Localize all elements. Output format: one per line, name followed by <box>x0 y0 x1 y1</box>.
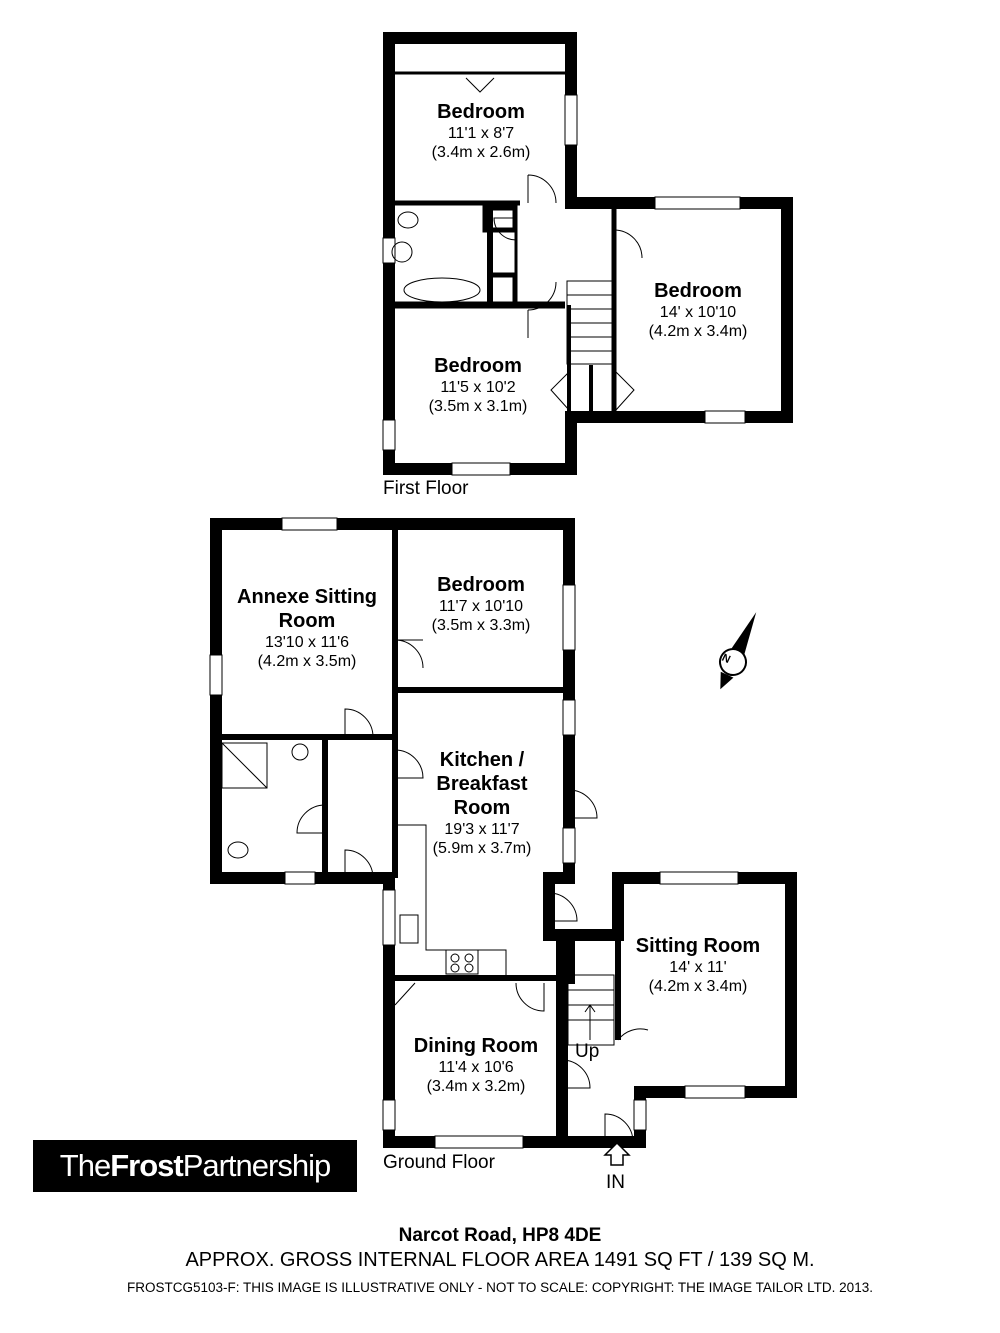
room-label-bedroom-3: Bedroom 11'5 x 10'2 (3.5m x 3.1m) <box>429 354 528 416</box>
room-label-kitchen: Kitchen / Breakfast Room 19'3 x 11'7 (5.… <box>417 748 547 858</box>
room-dim-metric: (4.2m x 3.4m) <box>648 978 748 996</box>
north-arrow-icon <box>719 612 757 690</box>
room-dim-metric: (3.5m x 3.3m) <box>431 617 531 635</box>
logo-suffix: Partnership <box>182 1148 332 1183</box>
room-dim-metric: (3.4m x 2.6m) <box>431 144 531 162</box>
room-name: Annexe Sitting Room <box>237 586 378 632</box>
room-name: Dining Room <box>413 1035 539 1057</box>
room-label-bedroom-2: Bedroom 14' x 10'10 (4.2m x 3.4m) <box>649 279 748 341</box>
room-dim-imperial: 11'7 x 10'10 <box>438 598 524 615</box>
room-dim-metric: (3.4m x 3.2m) <box>426 1078 526 1096</box>
room-dim-metric: (3.5m x 3.1m) <box>428 398 528 416</box>
entrance-arrow-icon <box>603 1141 631 1166</box>
room-label-bedroom-1: Bedroom 11'1 x 8'7 (3.4m x 2.6m) <box>432 100 531 162</box>
room-label-dining-room: Dining Room 11'4 x 10'6 (3.4m x 3.2m) <box>414 1034 538 1096</box>
room-dim-imperial: 14' x 10'10 <box>659 304 737 321</box>
room-dim-imperial: 11'4 x 10'6 <box>438 1059 514 1076</box>
logo-bold: Frost <box>110 1148 183 1183</box>
room-name: Bedroom <box>654 280 742 302</box>
room-label-bedroom-ground: Bedroom 11'7 x 10'10 (3.5m x 3.3m) <box>432 573 531 635</box>
room-dim-imperial: 11'1 x 8'7 <box>447 125 515 142</box>
logo-prefix: The <box>59 1148 111 1183</box>
address: Narcot Road, HP8 4DE <box>398 1225 602 1246</box>
room-label-sitting-room: Sitting Room 14' x 11' (4.2m x 3.4m) <box>636 934 760 996</box>
ground-floor-walls <box>210 518 797 1148</box>
room-name: Kitchen / Breakfast Room <box>436 749 528 819</box>
first-floor-label: First Floor <box>383 478 469 499</box>
first-floor-fixtures <box>391 77 643 411</box>
ground-floor-label: Ground Floor <box>383 1152 495 1173</box>
room-dim-metric: (5.9m x 3.7m) <box>432 840 532 858</box>
room-dim-imperial: 19'3 x 11'7 <box>444 821 520 838</box>
room-dim-imperial: 13'10 x 11'6 <box>264 634 350 651</box>
room-dim-imperial: 11'5 x 10'2 <box>440 379 516 396</box>
ground-floor-fixtures <box>221 639 649 1143</box>
stairs-up-label: Up <box>575 1041 600 1062</box>
first-floor-windows <box>382 94 746 476</box>
room-name: Bedroom <box>434 355 522 377</box>
room-dim-metric: (4.2m x 3.5m) <box>257 653 357 671</box>
ground-floor-windows <box>209 517 746 1149</box>
room-name: Bedroom <box>437 101 525 123</box>
room-dim-metric: (4.2m x 3.4m) <box>648 323 748 341</box>
entrance-label: IN <box>606 1172 625 1193</box>
disclaimer: FROSTCG5103-F: THIS IMAGE IS ILLUSTRATIV… <box>127 1280 873 1295</box>
floor-area: APPROX. GROSS INTERNAL FLOOR AREA 1491 S… <box>185 1249 815 1271</box>
room-name: Bedroom <box>437 574 525 596</box>
room-label-annexe-sitting-room: Annexe Sitting Room 13'10 x 11'6 (4.2m x… <box>237 585 377 671</box>
room-dim-imperial: 14' x 11' <box>669 959 727 976</box>
room-name: Sitting Room <box>635 935 761 957</box>
